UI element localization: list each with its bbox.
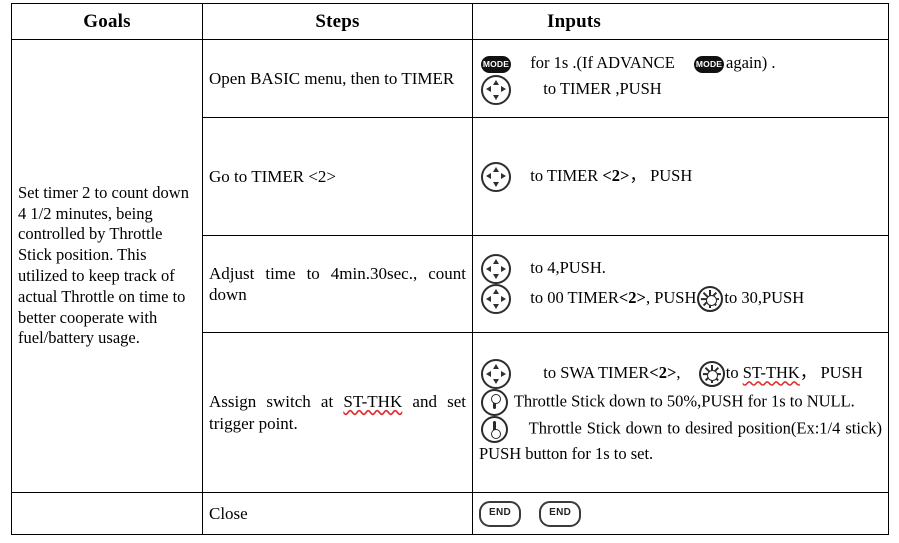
dpad-icon[interactable] — [481, 161, 511, 192]
table-row: Go to TIMER <2> to TIMER <2>， PUSH — [12, 117, 889, 236]
input-text-part: ， PUSH — [629, 165, 693, 185]
input-text-part: for 1s .(If ADVANCE — [530, 53, 675, 73]
input-text-part: to — [725, 363, 743, 383]
dial-icon[interactable] — [698, 361, 725, 388]
throttle-stick-down-icon[interactable] — [481, 416, 508, 444]
input-text-part: to SWA TIMER — [543, 363, 650, 383]
mode-button-icon[interactable]: MODE — [481, 56, 511, 74]
table-row: Close END END — [11, 492, 889, 535]
throttle-stick-up-icon[interactable] — [481, 389, 508, 417]
document-page: Goals Steps Inputs Set timer 2 to count … — [0, 3, 899, 543]
input-text-part: ， PUSH — [799, 363, 863, 383]
input-line: to 4,PUSH. — [479, 254, 882, 284]
step-text-part: Assign switch at — [209, 392, 344, 412]
input-line: Throttle Stick down to 50%,PUSH for 1s t… — [479, 389, 882, 417]
inputs-cell-close: END END — [472, 492, 889, 535]
table-body: Set timer 2 to count down 4 1/2 minutes,… — [11, 39, 889, 535]
step-text: Adjust time to 4min.30sec., count down — [209, 263, 466, 304]
dpad-icon[interactable] — [481, 359, 511, 390]
step-text-part: and set trigger point. — [209, 392, 466, 433]
input-text-part: to TIMER — [530, 165, 603, 185]
inputs-cell-go-to-timer2: to TIMER <2>， PUSH — [472, 117, 889, 236]
steps-cell-assign-switch: Assign switch at ST-THK and set trigger … — [202, 332, 473, 493]
column-header-steps: Steps — [202, 3, 473, 40]
step-text-spellcheck: ST-THK — [343, 392, 403, 412]
table-row: Set timer 2 to count down 4 1/2 minutes,… — [11, 39, 889, 493]
input-text-emphasis: <2> — [649, 363, 677, 383]
steps-cell-open-basic-menu: Open BASIC menu, then to TIMER — [202, 39, 473, 118]
steps-cell-go-to-timer2: Go to TIMER <2> — [202, 117, 473, 236]
steps-cell-adjust-time: Adjust time to 4min.30sec., count down — [202, 235, 473, 333]
end-button-icon[interactable]: END — [479, 500, 521, 527]
input-text-part: Throttle Stick down to desired position(… — [479, 418, 882, 464]
step-text: Go to TIMER <2> — [209, 166, 337, 186]
input-text-spellcheck: ST-THK — [742, 363, 800, 383]
column-header-inputs: Inputs — [472, 3, 889, 40]
column-header-goals: Goals — [11, 3, 203, 40]
procedure-table: Goals Steps Inputs Set timer 2 to count … — [11, 3, 889, 535]
inputs-cell-adjust-time: to 4,PUSH. to 00 TIMER<2>, PUSH to 30,PUS… — [472, 235, 889, 333]
step-text: Open BASIC menu, then to TIMER — [209, 68, 455, 88]
header-row: Goals Steps Inputs — [11, 3, 889, 40]
input-text-part: to 4,PUSH. — [530, 257, 606, 277]
input-text-part: to TIMER ,PUSH — [543, 78, 662, 98]
input-line: to TIMER <2>， PUSH — [479, 161, 882, 192]
end-button-icon[interactable]: END — [539, 500, 582, 527]
mode-button-icon[interactable]: MODE — [694, 56, 725, 74]
table-header: Goals Steps Inputs — [11, 3, 889, 40]
dpad-icon[interactable] — [481, 74, 511, 105]
input-line: to SWA TIMER<2>, to ST-THK， PUSH — [479, 359, 882, 390]
input-line: Throttle Stick down to desired position(… — [479, 416, 882, 465]
goals-cell: Set timer 2 to count down 4 1/2 minutes,… — [11, 39, 203, 493]
goals-cell-empty — [11, 492, 203, 535]
table-row: Adjust time to 4min.30sec., count down t… — [12, 235, 889, 333]
input-line: to TIMER ,PUSH — [479, 74, 882, 105]
input-text-emphasis: <2> — [602, 165, 630, 185]
input-text-part: to 30,PUSH — [724, 287, 805, 307]
inputs-cell-assign-switch: to SWA TIMER<2>, to ST-THK， PUSH Throttl… — [472, 332, 889, 493]
dpad-icon[interactable] — [481, 254, 511, 284]
input-text-part: to 00 TIMER — [530, 287, 619, 307]
steps-cell-close: Close — [202, 492, 473, 535]
dpad-icon[interactable] — [481, 284, 511, 314]
input-text-emphasis: <2> — [618, 287, 646, 307]
input-line: to 00 TIMER<2>, PUSH to 30,PUSH — [479, 284, 882, 314]
input-text-part: , — [676, 363, 681, 383]
dial-icon[interactable] — [697, 286, 724, 312]
input-text-part: again) . — [726, 53, 776, 73]
input-text-part: Throttle Stick down to 50%,PUSH for 1s t… — [513, 391, 855, 411]
goals-text: Set timer 2 to count down 4 1/2 minutes,… — [18, 182, 189, 348]
input-text-part: , PUSH — [645, 287, 697, 307]
table-row: Assign switch at ST-THK and set trigger … — [12, 332, 889, 493]
step-text: Close — [209, 503, 248, 523]
